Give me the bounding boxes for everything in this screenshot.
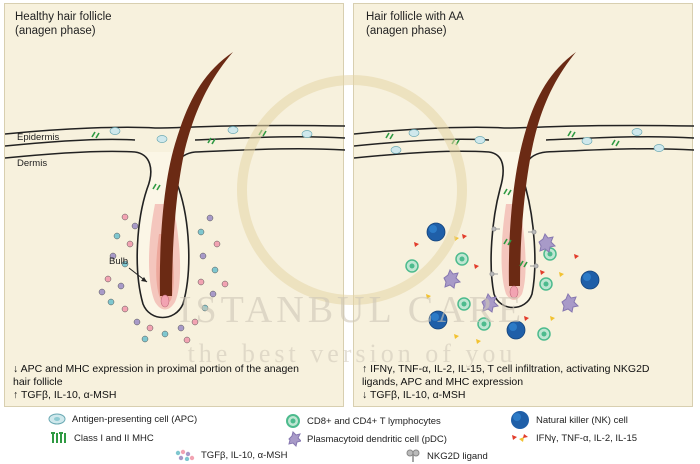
legend: Antigen-presenting cell (APC) CD8+ and C… (0, 407, 700, 464)
epidermis-label: Epidermis (17, 132, 60, 143)
legend-nk: Natural killer (NK) cell (510, 410, 628, 430)
aa-caption: ↑ IFNγ, TNF-α, IL-2, IL-15, T cell infil… (362, 363, 650, 401)
legend-apc: Antigen-presenting cell (APC) (48, 413, 197, 425)
legend-tgf: TGFβ, IL-10, α-MSH (175, 449, 287, 461)
nk-cell-icon (511, 411, 529, 429)
legend-mhc: Class I and II MHC (48, 431, 154, 445)
tgf-icon (175, 449, 195, 461)
aa-panel-title: Hair follicle with AA (anagen phase) (366, 11, 464, 37)
legend-tcell: CD8+ and CD4+ T lymphocytes (285, 413, 441, 429)
cytokine-icon (512, 434, 528, 442)
healthy-follicle-panel: Healthy hair follicle (anagen phase) Epi… (4, 3, 345, 407)
tcell-icon (286, 414, 300, 428)
healthy-panel-title: Healthy hair follicle (anagen phase) (15, 11, 112, 37)
apc-icon (48, 413, 66, 425)
healthy-caption: ↓ APC and MHC expression in proximal por… (13, 363, 299, 401)
legend-cytokines: IFNγ, TNF-α, IL-2, IL-15 (510, 431, 637, 445)
dermis-label: Dermis (17, 158, 48, 169)
aa-follicle-panel: Hair follicle with AA (anagen phase) ↑ I… (353, 3, 694, 407)
legend-pdc: Plasmacytoid dendritic cell (pDC) (285, 431, 447, 447)
nkg2d-ligand-icon (406, 449, 420, 462)
healthy-follicle-illustration (5, 52, 345, 344)
bulb-label: Bulb (109, 256, 129, 267)
aa-follicle-illustration (354, 52, 694, 344)
pdc-icon (288, 431, 301, 447)
mhc-icon (51, 432, 66, 443)
legend-nkg2d: NKG2D ligand (405, 449, 488, 463)
